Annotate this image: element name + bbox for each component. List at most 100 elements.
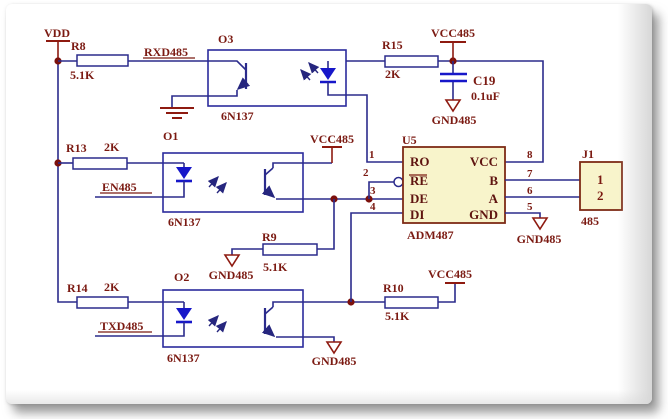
pin-name-b: B: [489, 173, 498, 188]
c19-value: 0.1uF: [471, 89, 500, 103]
o1-ref: O1: [163, 129, 178, 143]
r15-ref: R15: [382, 38, 403, 52]
o3-part: 6N137: [221, 109, 254, 123]
r13-body: [72, 157, 128, 170]
connector-j1: J1 1 2 485: [579, 147, 623, 228]
txd485-wire: [95, 322, 185, 337]
pin-name-ro: RO: [410, 154, 430, 169]
optocoupler-o3: O3 6N137: [160, 32, 403, 163]
optocoupler-o1: O1 6N137 EN485 VCC485: [95, 129, 403, 229]
r9-body: [262, 243, 318, 256]
gnd485-label: GND485: [312, 354, 357, 368]
o2-emitter-gnd-wire: [276, 336, 335, 342]
pin5-gnd-wire: [505, 212, 541, 218]
vcc485-top: VCC485: [431, 26, 475, 61]
di-wire: [350, 212, 403, 302]
r10-body: [384, 296, 439, 309]
vcc-to-pin8-wire: [438, 60, 544, 163]
j1-label: 485: [581, 214, 599, 228]
pin-name-di: DI: [410, 207, 424, 222]
pin2-wire: [368, 181, 394, 199]
vcc485-label: VCC485: [431, 26, 475, 40]
gnd485-triangle-icon: [444, 99, 462, 113]
vdd-power-rail: VDD: [44, 26, 77, 303]
r8-body: [76, 54, 129, 67]
o2-ref: O2: [174, 270, 189, 284]
light-arrow-icon: [215, 320, 227, 333]
led-icon: [320, 68, 336, 80]
resistor-r9: R9 5.1K GND485: [209, 199, 335, 282]
vdd-label: VDD: [44, 26, 70, 40]
capacitor-c19: C19 0.1uF GND485: [432, 61, 500, 127]
o3-emitter: [236, 77, 251, 91]
gnd485-label: GND485: [432, 113, 477, 127]
earth-ground-icon: [160, 107, 194, 119]
en485-wire: [95, 181, 185, 198]
inverter-bubble-icon: [393, 176, 404, 188]
led-icon: [176, 308, 192, 320]
led-icon: [176, 167, 192, 179]
vdd-rail-wire: [57, 60, 77, 303]
r8-ref: R8: [71, 39, 86, 53]
light-arrow-icon: [308, 61, 320, 74]
u5-ref: U5: [402, 133, 417, 147]
j1-pin1: 1: [597, 172, 604, 187]
o3-box: [207, 49, 347, 107]
o3-ref: O3: [218, 32, 233, 46]
gnd485-triangle-icon: [223, 254, 241, 268]
pin-name-vcc: VCC: [470, 154, 498, 169]
vcc485-label: VCC485: [310, 132, 354, 146]
u5-box: [402, 146, 506, 224]
o3-collector: [208, 60, 247, 71]
net-en485: EN485: [102, 180, 137, 194]
j1-pin2: 2: [597, 188, 604, 203]
gnd485-triangle-icon: [531, 217, 549, 231]
light-arrow-icon: [300, 68, 312, 81]
pin-name-a: A: [489, 191, 499, 206]
j1-ref: J1: [582, 147, 594, 161]
schematic-canvas: VDD R8 5.1K RXD485 O3 6N137: [44, 26, 623, 368]
o1-box: [162, 152, 304, 213]
pin-num-3: 3: [370, 185, 376, 197]
o2-box: [162, 289, 304, 348]
o1-emitter: [261, 185, 276, 199]
o2-emitter: [261, 324, 276, 338]
resistor-r13: R13 2K: [58, 140, 184, 170]
pin-name-de: DE: [410, 191, 428, 206]
pin-num-8: 8: [527, 149, 533, 161]
gnd485-label: GND485: [209, 268, 254, 282]
pin-name-re: RE: [410, 173, 428, 188]
u5-part: ADM487: [407, 228, 454, 242]
light-arrow-icon: [215, 181, 227, 194]
o2-part: 6N137: [167, 351, 200, 365]
gnd485-label: GND485: [517, 232, 562, 246]
resistor-r14: R14 2K: [67, 280, 184, 309]
vcc485-label: VCC485: [428, 267, 472, 281]
o1-collector-wire: [272, 162, 332, 168]
resistor-r10: VCC485 R10 5.1K: [383, 267, 472, 323]
light-arrow-icon: [207, 175, 219, 188]
optocoupler-o2: O2 6N137 TXD485 GND485: [95, 270, 385, 368]
net-txd485: TXD485: [100, 319, 143, 333]
pin-num-2: 2: [363, 167, 369, 179]
o1-part: 6N137: [168, 215, 201, 229]
pin-num-7: 7: [527, 168, 533, 180]
pin-num-6: 6: [527, 185, 533, 197]
o2-collector-wire: [272, 301, 385, 307]
pin-num-5: 5: [527, 201, 533, 213]
r10-ref: R10: [383, 281, 404, 295]
r15-body: [384, 55, 439, 68]
r13-value: 2K: [104, 140, 120, 154]
r9-value: 5.1K: [263, 260, 288, 274]
schematic-photo: VDD R8 5.1K RXD485 O3 6N137: [6, 4, 652, 404]
r9-ref: R9: [262, 230, 277, 244]
pin-name-gnd: GND: [469, 207, 498, 222]
gnd485-triangle-icon: [325, 341, 343, 355]
r14-value: 2K: [104, 280, 120, 294]
r13-ref: R13: [66, 141, 87, 155]
r14-ref: R14: [67, 281, 88, 295]
r14-body: [76, 296, 129, 309]
pin-num-1: 1: [369, 149, 375, 161]
o3-to-pin1-wire: [327, 82, 403, 163]
